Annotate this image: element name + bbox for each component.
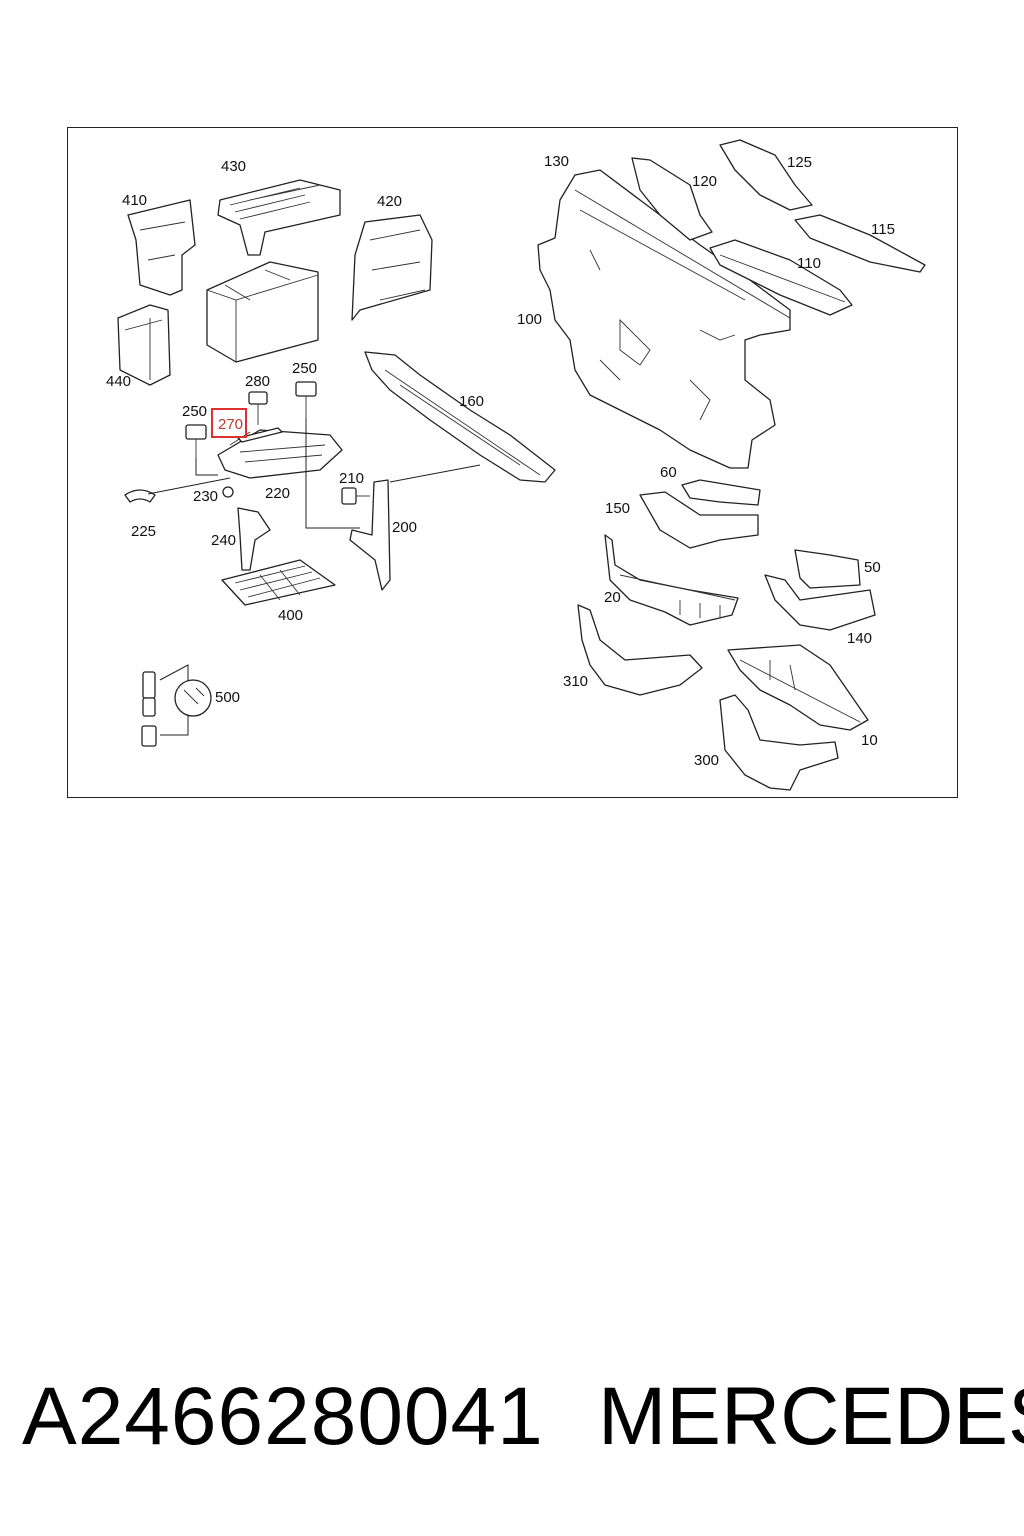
label-210: 210 xyxy=(339,470,364,487)
label-200: 200 xyxy=(392,519,417,536)
part-270-strap xyxy=(237,427,283,443)
label-250-left: 250 xyxy=(182,403,207,420)
label-310: 310 xyxy=(563,673,588,690)
part-50-bracket xyxy=(794,549,861,589)
label-220: 220 xyxy=(265,485,290,502)
highlight-box xyxy=(211,408,247,438)
label-280: 280 xyxy=(245,373,270,390)
diagram-frame xyxy=(67,127,958,798)
label-20: 20 xyxy=(604,589,621,606)
part-number: A2466280041 xyxy=(22,1371,544,1462)
label-400: 400 xyxy=(278,607,303,624)
label-270-highlighted[interactable]: 270 xyxy=(211,408,247,438)
part-300-wheelarch xyxy=(719,694,839,791)
part-110-cowl xyxy=(709,239,853,316)
part-10-longitudinal xyxy=(727,644,869,731)
label-410: 410 xyxy=(122,192,147,209)
label-270: 270 xyxy=(218,416,243,433)
label-150: 150 xyxy=(605,500,630,517)
part-battery xyxy=(206,261,319,363)
part-410-bracket xyxy=(127,199,196,296)
label-120: 120 xyxy=(692,173,717,190)
label-420: 420 xyxy=(377,193,402,210)
part-230-nut xyxy=(222,486,234,498)
label-440: 440 xyxy=(106,373,131,390)
part-310-strut xyxy=(577,604,703,696)
part-210-bolt xyxy=(341,487,370,505)
part-20-wheelhouse xyxy=(604,534,739,626)
label-500: 500 xyxy=(215,689,240,706)
label-110: 110 xyxy=(797,255,821,272)
part-120-panel xyxy=(631,157,713,241)
part-250-bolt-left xyxy=(185,424,207,458)
part-500-bolt-kit xyxy=(141,664,212,747)
label-230: 230 xyxy=(193,488,218,505)
part-225-hose xyxy=(124,477,231,503)
part-240-bracket xyxy=(237,507,271,571)
part-150-rail xyxy=(639,491,759,549)
part-200-bracket xyxy=(349,479,391,591)
label-130: 130 xyxy=(544,153,569,170)
part-60-bracket xyxy=(681,479,761,506)
label-50: 50 xyxy=(864,559,881,576)
label-60: 60 xyxy=(660,464,677,481)
label-100: 100 xyxy=(517,311,542,328)
label-250-right: 250 xyxy=(292,360,317,377)
part-100-firewall xyxy=(537,169,791,469)
part-400-tray xyxy=(221,559,336,606)
part-115-strip xyxy=(794,214,926,273)
part-140-rail xyxy=(764,574,876,631)
label-10: 10 xyxy=(861,732,878,749)
label-300: 300 xyxy=(694,752,719,769)
label-140: 140 xyxy=(847,630,872,647)
part-280-bolt xyxy=(248,391,268,425)
label-430: 430 xyxy=(221,158,246,175)
part-250-bolt-right xyxy=(295,381,317,418)
footer-caption: A2466280041 MERCEDES xyxy=(0,1370,1024,1470)
label-160: 160 xyxy=(459,393,484,410)
label-240: 240 xyxy=(211,532,236,549)
label-225: 225 xyxy=(131,523,156,540)
part-125-panel xyxy=(719,139,813,211)
label-125: 125 xyxy=(787,154,812,171)
part-430-battery-cover xyxy=(217,179,341,256)
part-440-block xyxy=(117,304,171,386)
label-115: 115 xyxy=(871,221,895,238)
part-420-cover xyxy=(351,214,433,321)
brand-name: MERCEDES xyxy=(598,1371,1024,1462)
leader-line-220 xyxy=(195,418,481,529)
part-160-crossmember xyxy=(364,351,556,483)
